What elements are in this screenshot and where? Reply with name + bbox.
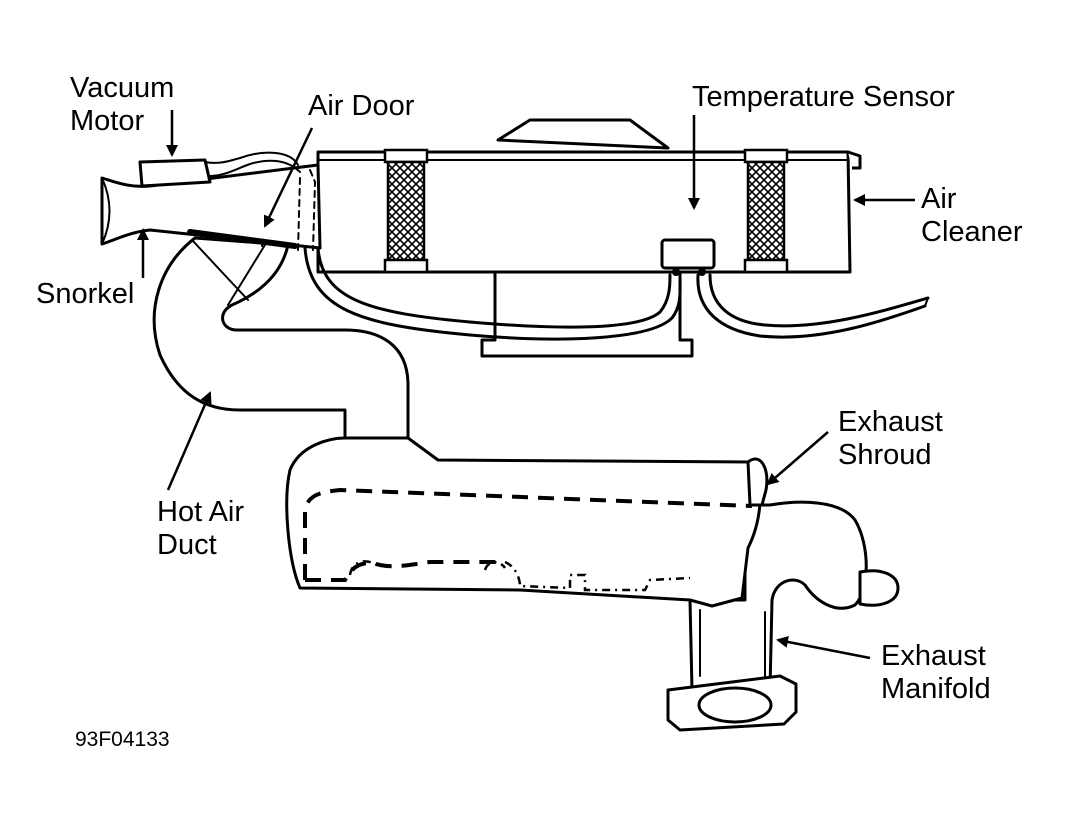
figure-code: 93F04133 xyxy=(75,728,170,751)
exhaust-shroud xyxy=(285,436,769,608)
temperature-sensor-label: Temperature Sensor xyxy=(692,81,955,113)
vacuum-hoses xyxy=(303,246,930,341)
exhaust-shroud-label: Exhaust Shroud xyxy=(838,406,943,471)
air-cleaner-housing xyxy=(316,118,862,358)
vacuum-motor xyxy=(138,151,301,188)
air-cleaner-label: Air Cleaner xyxy=(921,183,1023,248)
hot-air-duct-label: Hot Air Duct xyxy=(157,496,245,561)
vacuum-motor-label: Vacuum Motor xyxy=(70,72,175,137)
exhaust-manifold-arrow xyxy=(776,636,871,660)
hot-air-duct-arrow xyxy=(166,391,212,491)
temperature-sensor xyxy=(660,238,716,276)
air-door-label: Air Door xyxy=(308,90,415,122)
hot-air-duct xyxy=(152,236,410,440)
exhaust-manifold-label: Exhaust Manifold xyxy=(881,640,991,705)
exhaust-shroud-arrow xyxy=(766,431,829,486)
leader-arrows xyxy=(137,110,915,660)
exhaust-manifold xyxy=(666,500,900,732)
snorkel-label: Snorkel xyxy=(36,278,135,310)
air-door-arrow xyxy=(263,127,314,228)
